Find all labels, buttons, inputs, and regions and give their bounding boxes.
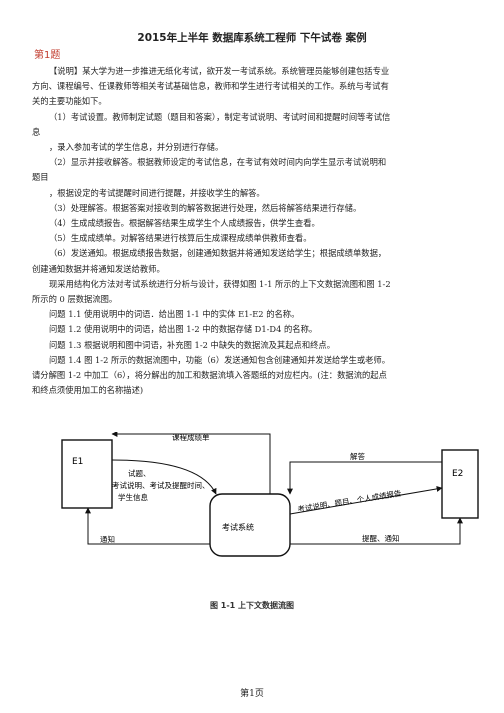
paragraph-line: 和终点须使用加工的名称描述) (32, 385, 144, 396)
flow-answers-label: 解答 (350, 451, 365, 461)
flow-grades-label: 课程成绩单 (172, 432, 210, 442)
paragraph-line: （6）发送通知。根据成绩报告数据，创建通知数据并将通知发送给学生；根据成绩单数据… (49, 248, 387, 259)
paragraph-line: 方向、课程编号、任课教师等相关考试基础信息，教师和学生进行考试相关的工作。系统与… (32, 81, 389, 92)
paragraph-line: 问题 1.2 使用说明中的词语，给出图 1-2 中的数据存储 D1-D4 的名称… (49, 324, 318, 335)
flow-grades-arrow (111, 432, 271, 494)
page-title: 2015年上半年 数据库系统工程师 下午试卷 案例 (137, 32, 367, 44)
paragraph-line: 创建通知数据并将通知发送给教师。 (32, 263, 165, 274)
flow-setup-label-2: 考试说明、考试及提醒时间、 (112, 480, 210, 490)
paragraph-line: （2）显示并接收解答。根据教师设定的考试信息，在考试有效时间内向学生显示考试说明… (49, 157, 387, 168)
paragraph-line: 关的主要功能如下。 (32, 96, 107, 107)
process-system-label: 考试系统 (222, 522, 254, 532)
flow-setup-label-1: 试题、 (128, 468, 151, 478)
entity-e2-label: E2 (452, 469, 463, 479)
figure-caption: 图 1-1 上下文数据流图 (209, 601, 295, 610)
flow-setup-arrow (111, 459, 217, 495)
paragraph-line: （5）生成成绩单。对解答结果进行核算后生成课程成绩单供教师查看。 (49, 233, 312, 244)
flow-remind-label: 提醒、通知 (362, 533, 400, 543)
paragraph-line: ，根据设定的考试提醒时间进行提醒，并接收学生的解答。 (49, 187, 265, 198)
paragraph-line: 问题 1.3 根据说明和图中词语，补充图 1-2 中缺失的数据流及其起点和终点。 (49, 339, 336, 350)
paragraph-line: 息 (32, 126, 41, 137)
paragraph-line: （4）生成成绩报告。根据解答结果生成学生个人成绩报告，供学生查看。 (49, 218, 320, 229)
flow-to-student-arrow (289, 485, 443, 515)
page-footer: 第1页 (240, 689, 264, 699)
flow-to-student-label: 考试说明、题目、个人成绩报告 (297, 488, 403, 514)
paragraph-line: 题目 (32, 172, 49, 183)
entity-e2-box (441, 449, 479, 519)
context-dfd-diagram: E1 E2 考试系统 课程成绩单 试题、 考试说明、考试及提醒时间、 学生信息 … (61, 432, 479, 557)
process-system-box (209, 493, 291, 557)
paragraph-line: 问题 1.4 图 1-2 所示的数据流图中，功能（6）发送通知包含创建通知并发送… (49, 354, 391, 365)
flow-notice-left-arrow (85, 507, 210, 545)
question-body: 【说明】某大学为进一步推进无纸化考试，欲开发一考试系统。系统管理员能够创建包括专… (32, 64, 476, 398)
paragraph-line: 【说明】某大学为进一步推进无纸化考试，欲开发一考试系统。系统管理员能够创建包括专… (49, 66, 390, 76)
paragraph-line: ，录入参加考试的学生信息，并分别进行存储。 (49, 142, 224, 153)
paragraph-line: 请分解图 1-2 中加工（6），将分解出的加工和数据流填入答题纸的对应栏内。(注… (32, 370, 387, 381)
paragraph-line: 问题 1.1 使用说明中的词语．给出图 1-1 中的实体 E1-E2 的名称。 (49, 309, 300, 320)
flow-answers-arrow (287, 461, 442, 495)
paragraph-line: （3）处理解答。根据答案对接收到的解答数据进行处理，然后将解答结果进行存储。 (49, 202, 362, 213)
paragraph-line: （1）考试设置。教师制定试题（题目和答案），制定考试说明、考试时间和提醒时间等考… (49, 111, 391, 122)
flow-notice-left-label: 通知 (100, 534, 115, 544)
question-label: 第1题 (34, 50, 61, 61)
flow-setup-label-3: 学生信息 (118, 492, 148, 502)
paragraph-line: 现采用结构化方法对考试系统进行分析与设计，获得如图 1-1 所示的上下文数据流图… (49, 278, 391, 289)
paragraph-line: 所示的 0 层数据流图。 (32, 294, 118, 305)
entity-e1-label: E1 (72, 457, 83, 467)
entity-e1-box (61, 439, 113, 509)
flow-remind-arrow (290, 517, 463, 545)
